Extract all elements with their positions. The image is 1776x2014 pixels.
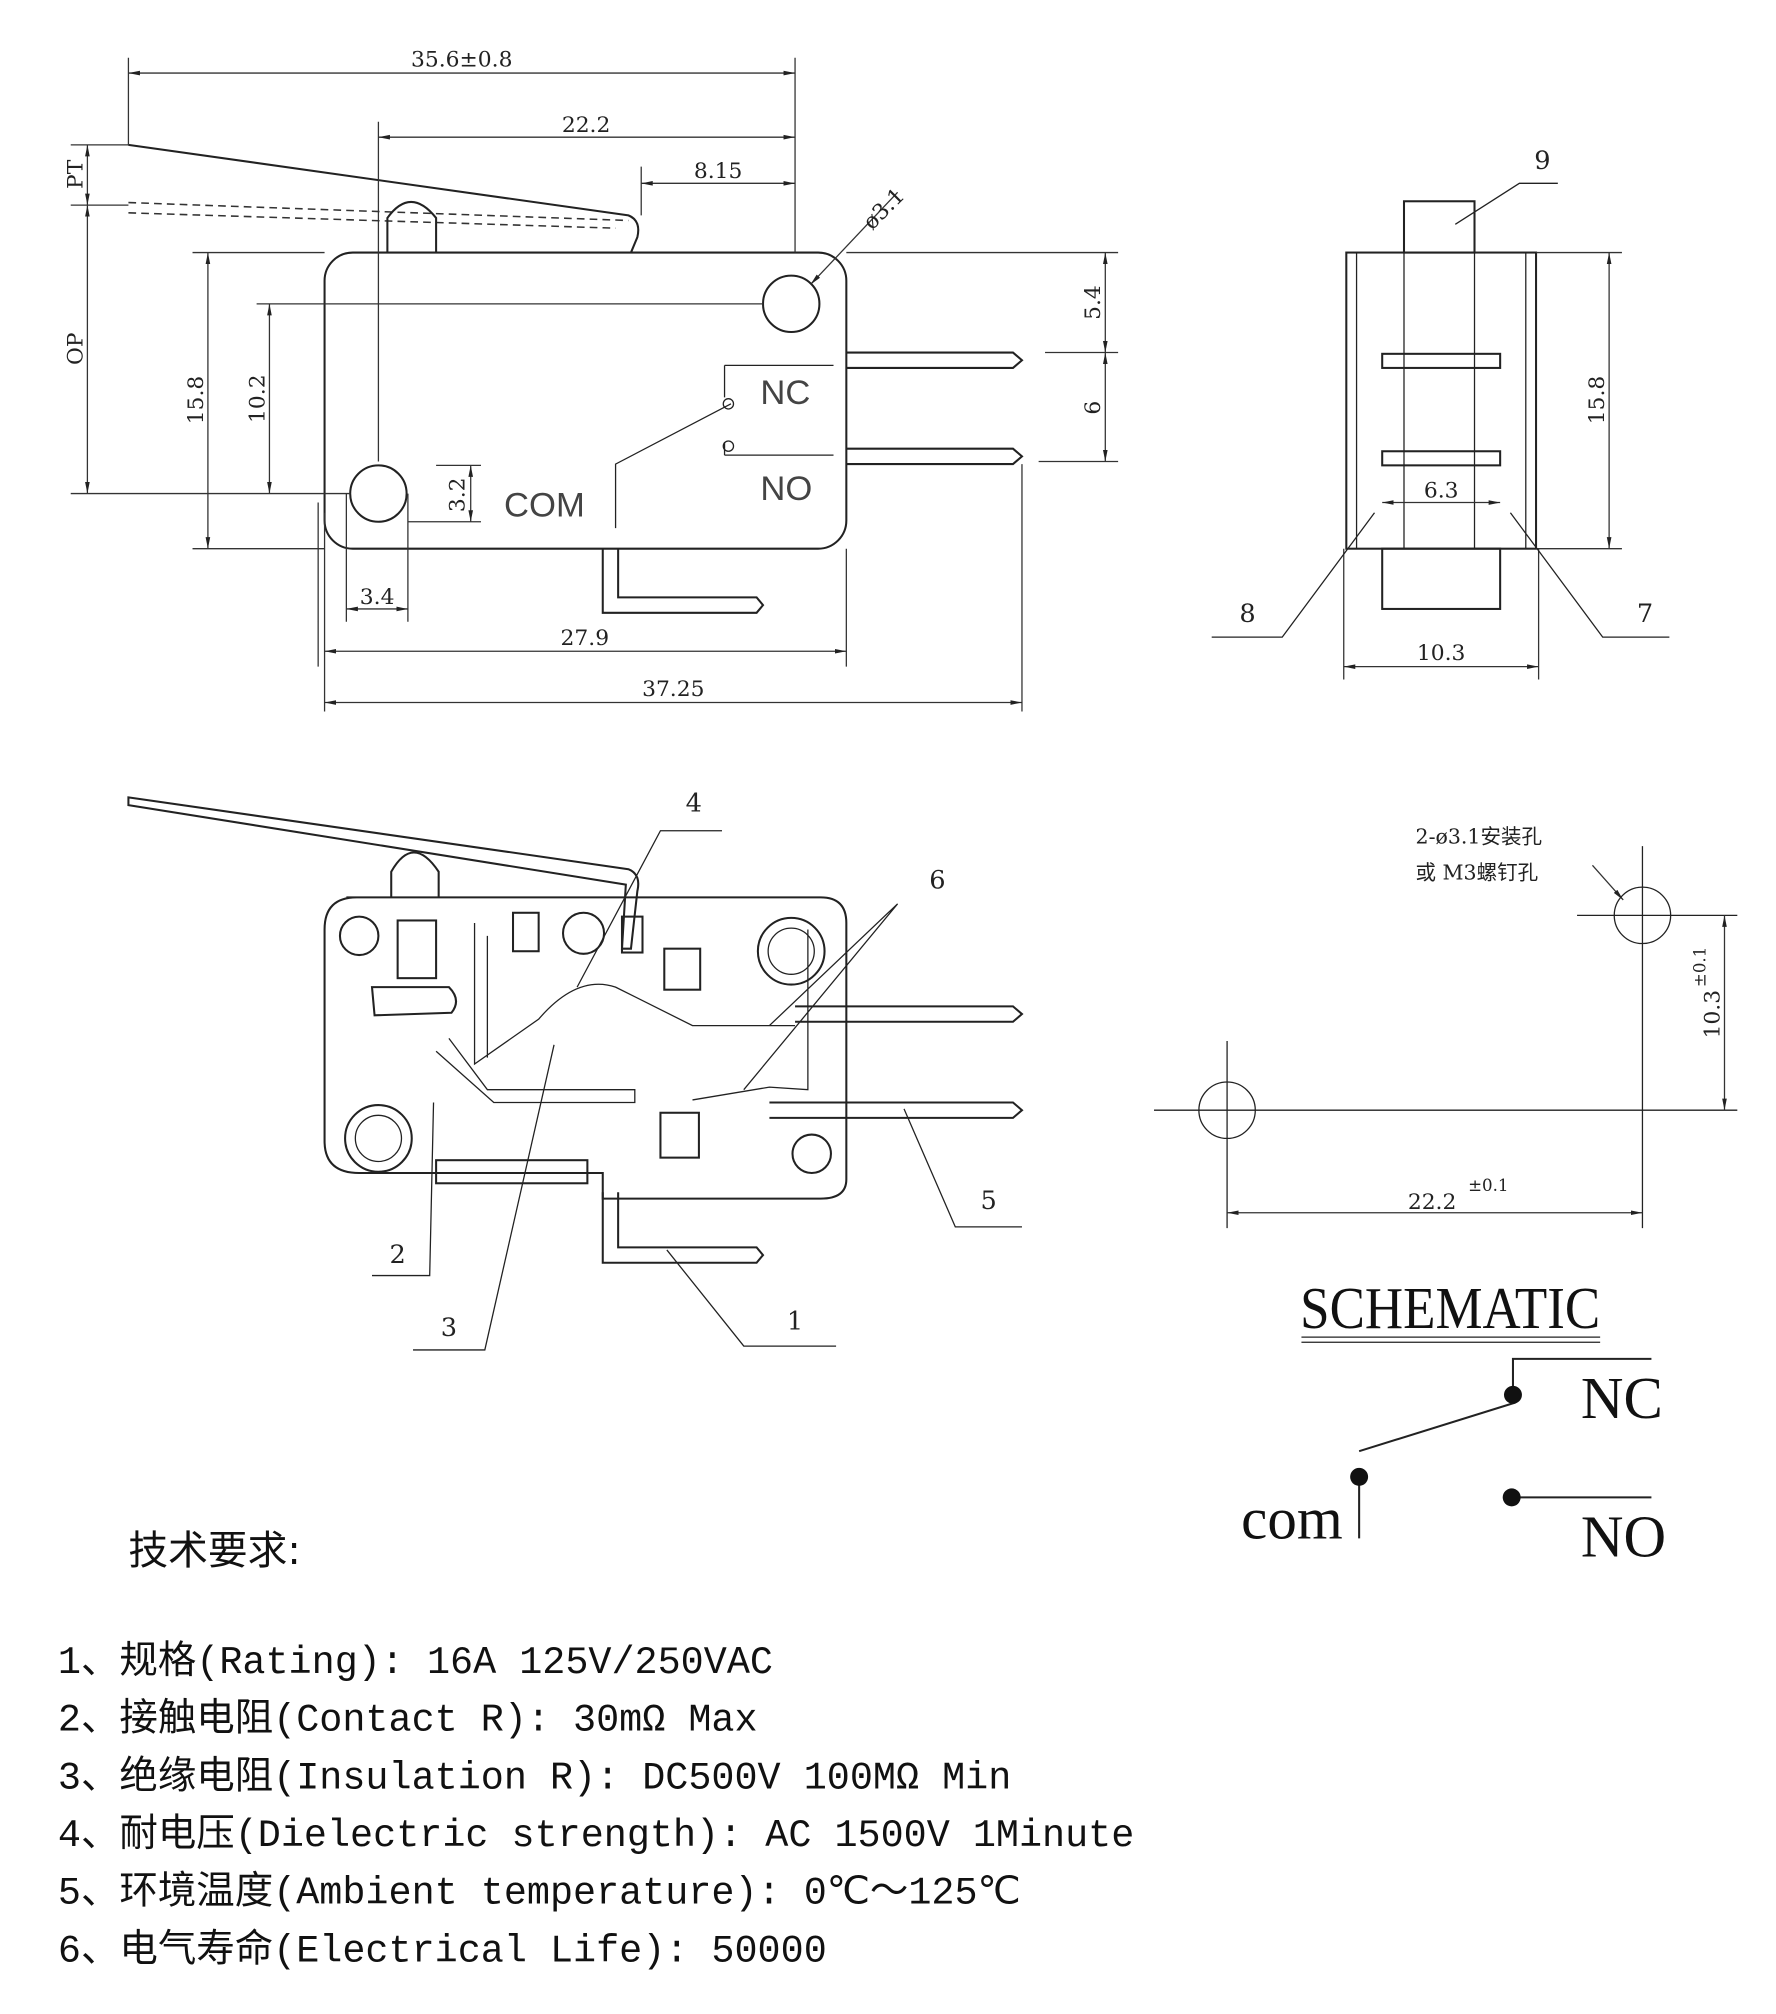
- dim-terminal-pitch: 6: [1081, 401, 1106, 415]
- mount-dim-vertical: 10.3: [1700, 990, 1725, 1039]
- callout-7: 7: [1637, 599, 1653, 629]
- mount-hole-note-2: 或 M3螺钉孔: [1416, 860, 1539, 884]
- dim-lever-pivot: 22.2: [562, 113, 611, 138]
- callout-8: 8: [1239, 599, 1255, 629]
- actuator-roller: [386, 201, 438, 253]
- side-dim-inner-width: 6.3: [1424, 478, 1459, 503]
- nc-contact-dot: [1503, 1385, 1522, 1404]
- dim-overall-length: 37.25: [642, 677, 704, 702]
- mount-dim-horizontal: 22.2: [1408, 1190, 1457, 1215]
- mounting-hole-pattern: 10.3 ±0.1 22.2 ±0.1 2-ø3.1安装孔 或 M3螺钉孔: [1154, 825, 1738, 1229]
- schematic-label-com: com: [1241, 1485, 1343, 1551]
- no-contact-dot: [1502, 1488, 1521, 1507]
- terminal-label-com: COM: [504, 487, 585, 525]
- callout-2: 2: [389, 1240, 405, 1270]
- nc-terminal: [846, 351, 1024, 369]
- callout-9: 9: [1534, 146, 1550, 176]
- mount-dim-horizontal-tol: ±0.1: [1468, 1176, 1508, 1195]
- dim-body-length: 27.9: [561, 626, 610, 651]
- spec-item: 4、耐电压(Dielectric strength): AC 1500V 1Mi…: [58, 1813, 1134, 1858]
- com-contact-dot: [1350, 1467, 1369, 1486]
- no-terminal: [846, 447, 1024, 466]
- dim-roller-offset: 8.15: [694, 159, 743, 184]
- section-view: 4 6 5 2 3 1: [127, 788, 1024, 1351]
- schematic: SCHEMATIC NC NO com: [1241, 1275, 1666, 1569]
- schematic-title: SCHEMATIC: [1300, 1275, 1600, 1341]
- schematic-label-no: NO: [1581, 1503, 1666, 1569]
- dim-overall-lever: 35.6±0.8: [411, 48, 512, 73]
- dim-terminal-top: 5.4: [1081, 285, 1106, 320]
- terminal-label-no: NO: [760, 470, 812, 508]
- technical-requirements: 技术要求: 1、规格(Rating): 16A 125V/250VAC 2、接触…: [58, 1528, 1134, 1973]
- side-dim-height: 15.8: [1585, 376, 1610, 424]
- dim-height: 15.8: [184, 376, 209, 424]
- spec-heading: 技术要求:: [128, 1528, 300, 1574]
- callout-6: 6: [929, 865, 945, 895]
- terminal-label-nc: NC: [760, 374, 810, 412]
- front-view: NC NO COM 35.6±0.8 22.2 8.15 ø3.1 5.4 6 …: [63, 48, 1119, 712]
- spec-item: 5、环境温度(Ambient temperature): 0℃～125℃: [58, 1870, 1021, 1916]
- callout-1: 1: [787, 1306, 803, 1336]
- mount-dim-vertical-tol: ±0.1: [1690, 947, 1709, 987]
- mount-hole-note-1: 2-ø3.1安装孔: [1416, 825, 1542, 849]
- dim-hole-left: 3.4: [360, 585, 395, 610]
- com-terminal: [601, 548, 765, 614]
- callout-4: 4: [686, 788, 702, 818]
- dim-op: OP: [63, 332, 88, 365]
- callout-3: 3: [441, 1313, 457, 1343]
- dim-hole-pitch: 10.2: [245, 374, 270, 422]
- spec-item: 3、绝缘电阻(Insulation R): DC500V 100MΩ Min: [58, 1754, 1011, 1800]
- spec-item: 6、电气寿命(Electrical Life): 50000: [58, 1927, 827, 1973]
- spec-item: 2、接触电阻(Contact R): 30mΩ Max: [58, 1698, 758, 1743]
- lever-arm: [128, 143, 640, 253]
- mounting-hole-bottom: [349, 464, 408, 523]
- spec-item: 1、规格(Rating): 16A 125V/250VAC: [58, 1640, 773, 1685]
- switch-body: [323, 251, 848, 550]
- callout-5: 5: [980, 1186, 996, 1216]
- side-dim-width: 10.3: [1417, 641, 1466, 666]
- dim-pt: PT: [63, 159, 88, 189]
- schematic-label-nc: NC: [1581, 1365, 1663, 1431]
- side-view: 15.8 6.3 10.3 9 8 7: [1211, 146, 1670, 680]
- dim-hole-bottom: 3.2: [445, 478, 470, 513]
- dim-hole-diameter: ø3.1: [859, 184, 910, 235]
